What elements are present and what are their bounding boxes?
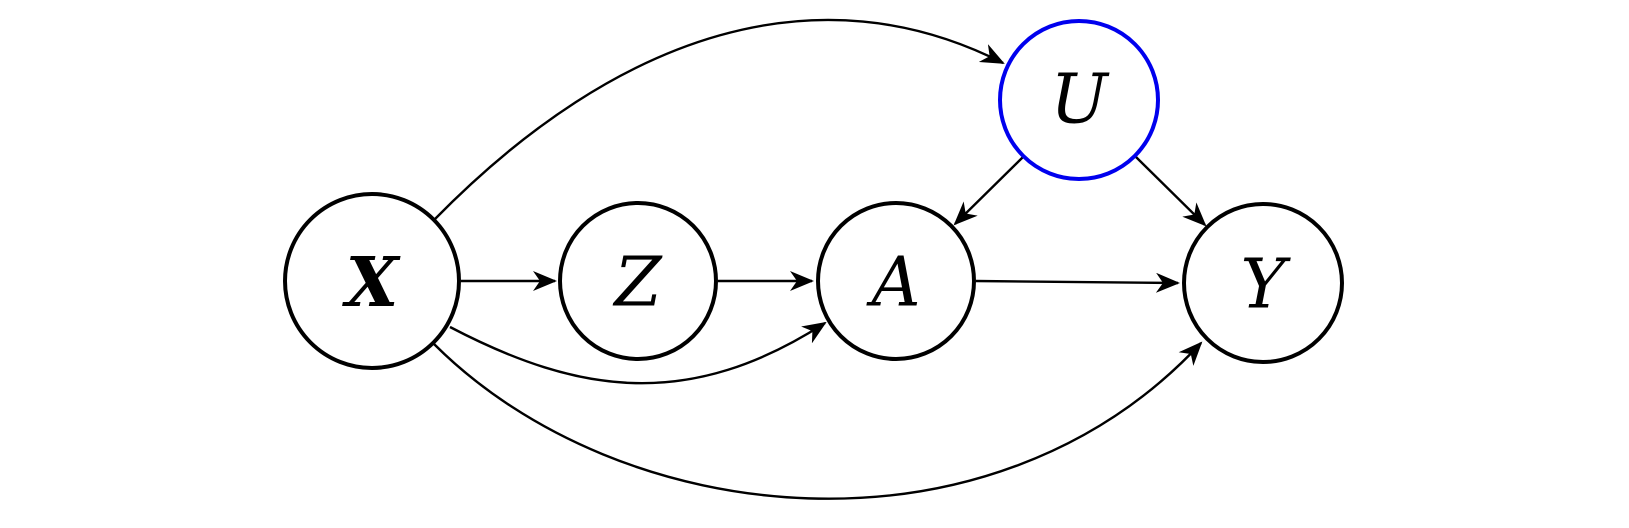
edge-u-to-a bbox=[953, 156, 1024, 226]
node-y: Y bbox=[1182, 202, 1344, 364]
node-y-circle bbox=[1182, 202, 1344, 364]
node-u-circle bbox=[998, 19, 1160, 181]
node-x-label: X bbox=[342, 243, 401, 323]
edge-x-to-a bbox=[449, 321, 827, 385]
node-u: U bbox=[998, 19, 1160, 181]
edges bbox=[433, 18, 1207, 500]
edge-u-to-y bbox=[1135, 156, 1207, 227]
node-x-circle bbox=[283, 192, 461, 370]
node-a: A bbox=[816, 201, 976, 361]
node-z-label: Z bbox=[612, 244, 663, 323]
node-z-circle bbox=[558, 201, 718, 361]
node-x: X bbox=[283, 192, 461, 370]
node-z: Z bbox=[558, 201, 718, 361]
node-a-circle bbox=[816, 201, 976, 361]
node-a-label: A bbox=[865, 244, 920, 323]
node-u-label: U bbox=[1050, 61, 1110, 140]
edge-a-to-y bbox=[975, 272, 1180, 293]
edge-x-to-u bbox=[433, 18, 1005, 221]
edge-x-to-y bbox=[433, 341, 1203, 500]
node-y-label: Y bbox=[1241, 246, 1292, 325]
